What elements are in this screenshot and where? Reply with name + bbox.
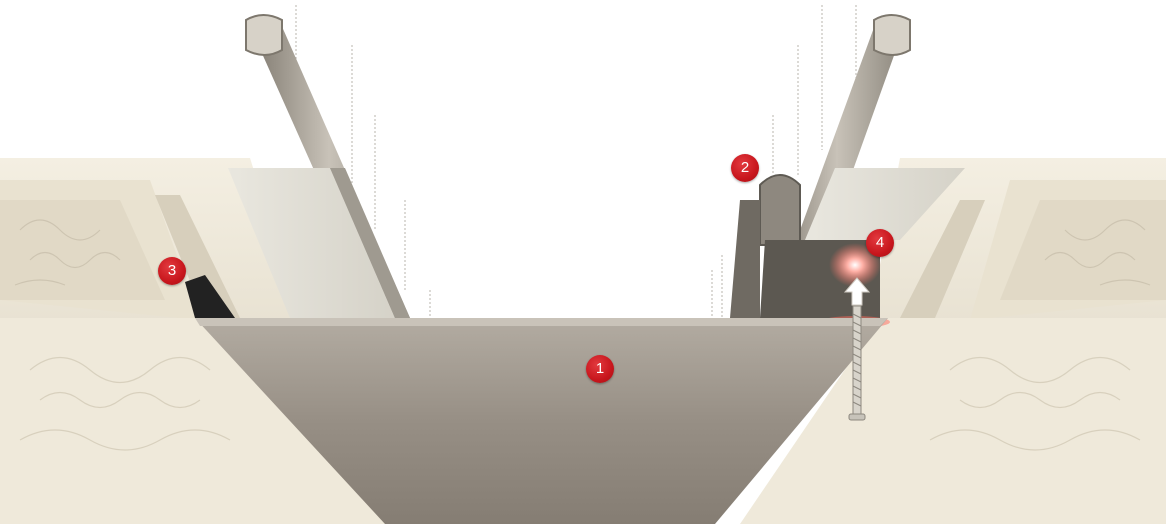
callout-2: 2 [731, 154, 759, 182]
callout-1: 1 [586, 355, 614, 383]
callout-3: 3 [158, 257, 186, 285]
callout-4: 4 [866, 229, 894, 257]
